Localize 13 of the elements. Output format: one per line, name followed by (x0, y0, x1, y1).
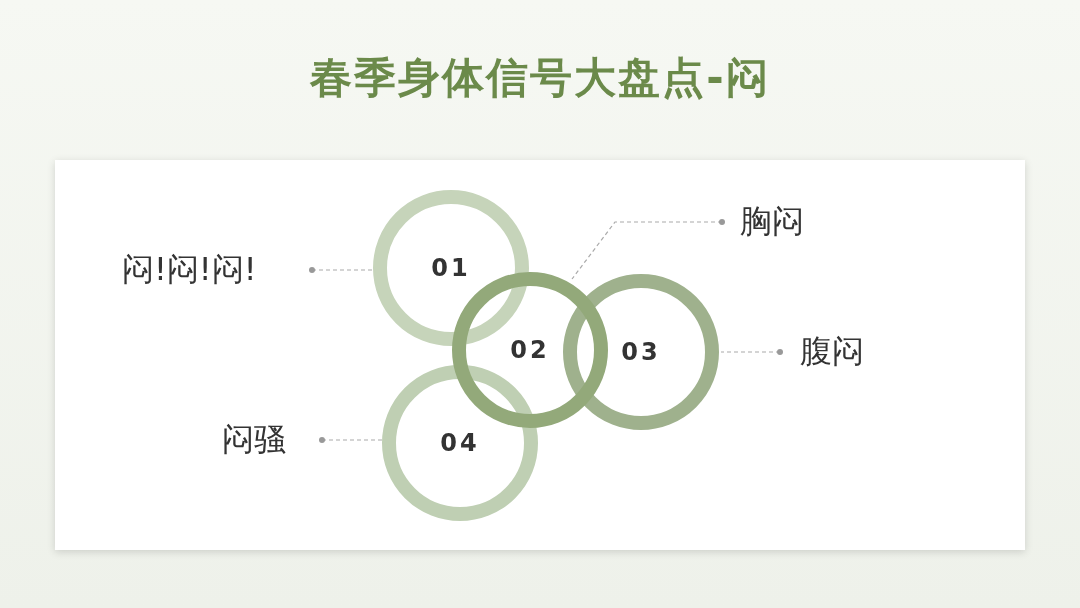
callout-label: 闷!闷!闷! (122, 248, 257, 292)
leader-line (720, 349, 783, 355)
callout-label: 闷骚 (222, 418, 286, 462)
leader-line (319, 437, 384, 443)
leader-line (571, 219, 725, 280)
ring-number: 03 (621, 338, 661, 366)
callout-label: 腹闷 (800, 330, 864, 374)
callout-label: 胸闷 (740, 200, 804, 244)
ring-number: 01 (431, 254, 471, 282)
ring-number: 04 (440, 429, 480, 457)
title: 春季身体信号大盘点-闷 (309, 52, 771, 104)
leader-line (309, 267, 374, 273)
ring-number: 02 (510, 336, 550, 364)
